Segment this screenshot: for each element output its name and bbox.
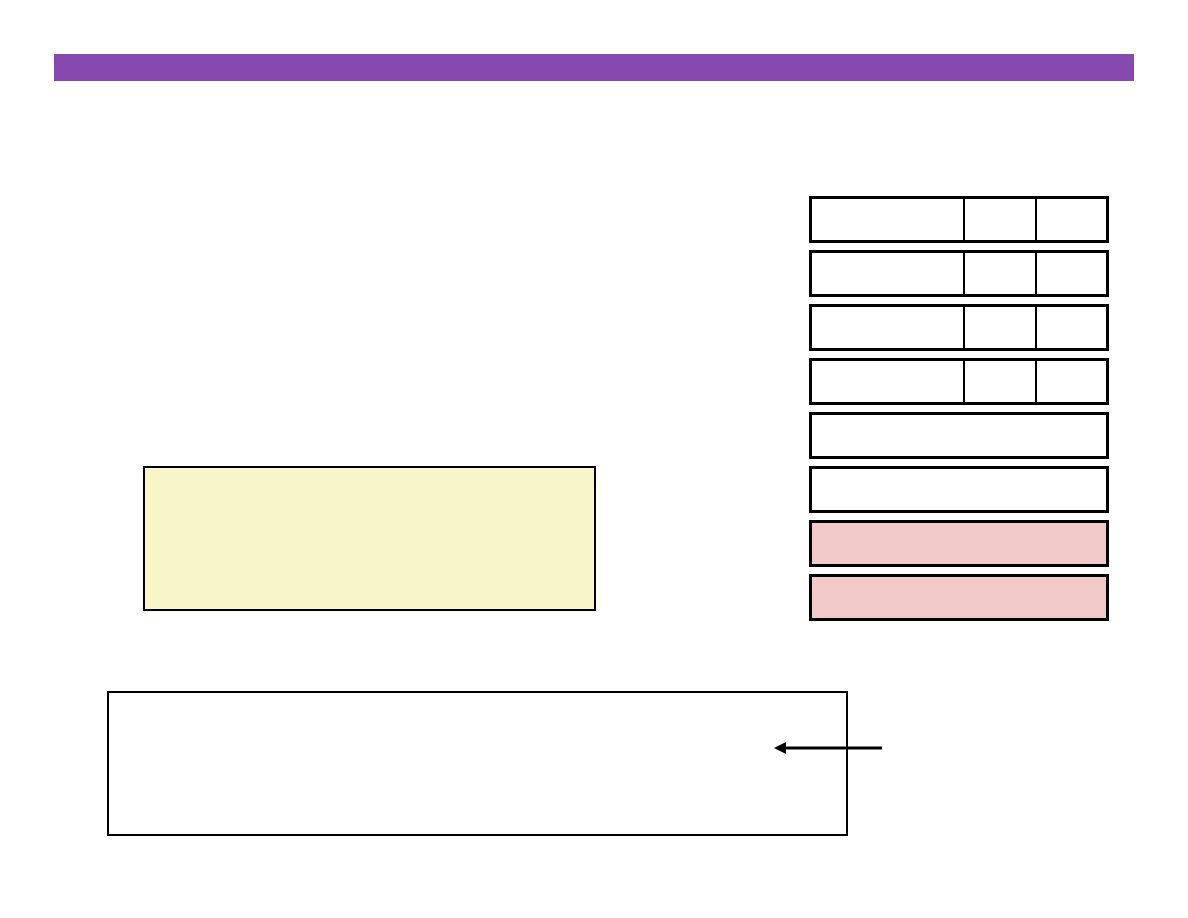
bottom-text-box (107, 691, 848, 836)
left-arrow-icon (774, 742, 882, 754)
table-row-2 (809, 250, 1109, 297)
table-row-3 (809, 304, 1109, 351)
column-divider (963, 199, 965, 240)
table-row-4 (809, 358, 1109, 405)
table-row-1 (809, 196, 1109, 243)
title-bar (54, 54, 1134, 81)
table-row-8 (809, 574, 1109, 621)
column-divider (963, 361, 965, 402)
table-row-5 (809, 412, 1109, 459)
column-divider (963, 253, 965, 294)
column-divider (1035, 253, 1037, 294)
column-divider (1035, 361, 1037, 402)
column-divider (1035, 307, 1037, 348)
table-row-7 (809, 520, 1109, 567)
column-divider (963, 307, 965, 348)
table-row-6 (809, 466, 1109, 513)
column-divider (1035, 199, 1037, 240)
note-box (143, 466, 596, 611)
